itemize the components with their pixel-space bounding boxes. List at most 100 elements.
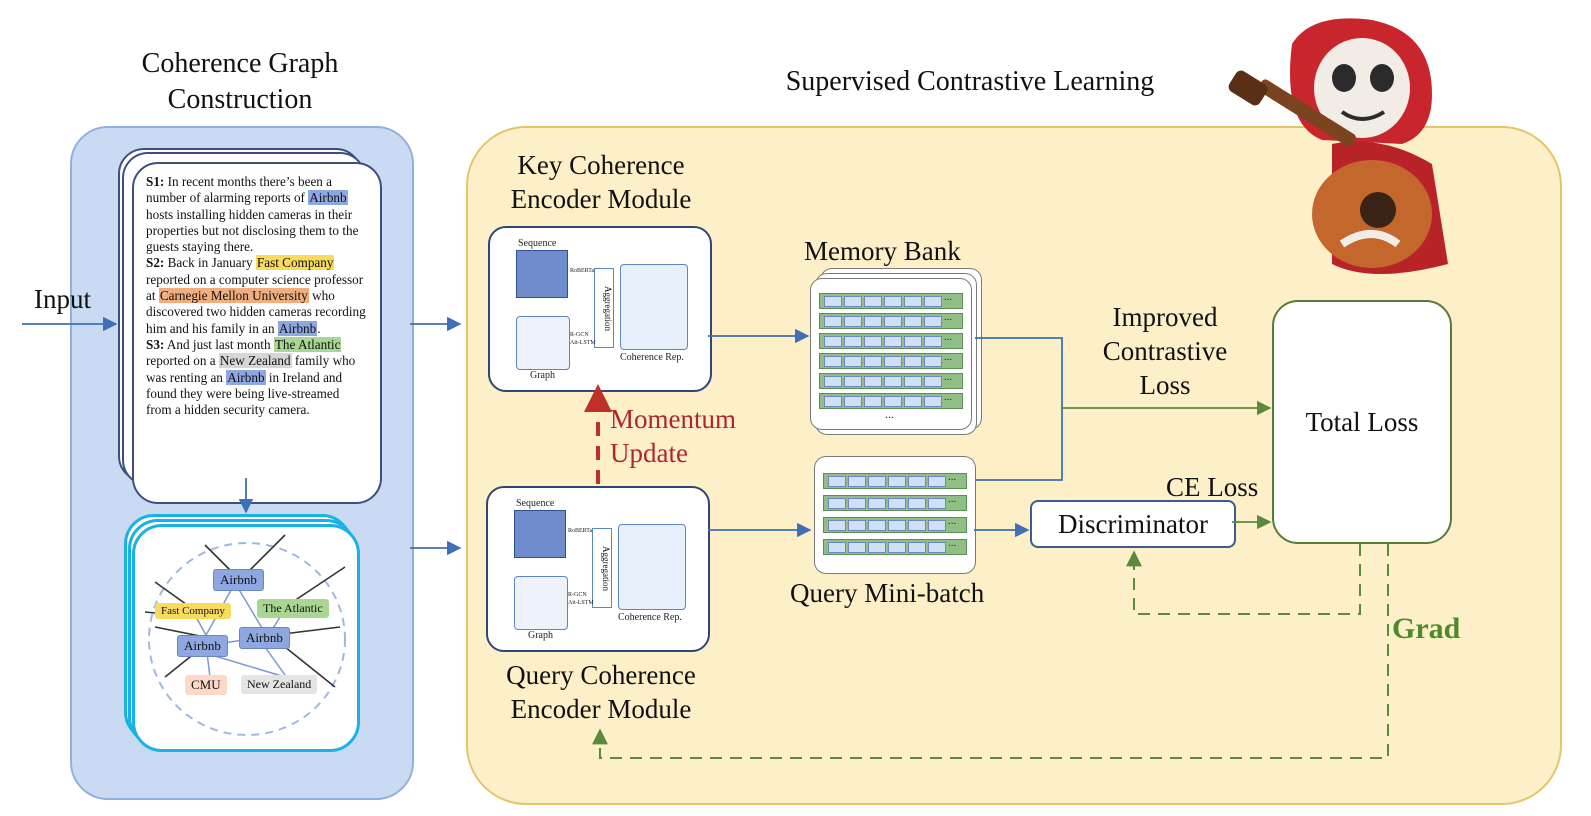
feature-row-ellipsis: ... (944, 311, 953, 323)
query-mini-batch-label: Query Mini-batch (790, 578, 985, 608)
feature-row: ... (819, 331, 963, 349)
entity-carnegie-mellon: Carnegie Mellon University (158, 288, 309, 304)
entity-airbnb: Airbnb (226, 369, 266, 385)
key-aggregation-box: Aggregation (594, 268, 614, 348)
node-new-zealand: New Zealand (241, 675, 318, 694)
momentum-label-line2: Update (610, 438, 688, 468)
coherence-graph-title: Coherence Graph Construction (100, 46, 380, 118)
feature-cell (908, 476, 926, 487)
feature-cell (884, 336, 902, 347)
query-graph-label: Graph (528, 630, 553, 641)
feature-row-ellipsis: ... (944, 291, 953, 303)
feature-cell (908, 498, 926, 509)
feature-cell (904, 396, 922, 407)
key-encoder-module: Sequence RoBERTa Aggregation Coherence R… (488, 226, 712, 392)
key-graph-thumbnail (516, 316, 570, 370)
supervised-title: Supervised Contrastive Learning (785, 66, 1155, 97)
query-aggregation-box: Aggregation (592, 528, 612, 608)
feature-cell (864, 376, 882, 387)
feature-cell (904, 356, 922, 367)
feature-cell (864, 316, 882, 327)
feature-cell (904, 316, 922, 327)
feature-row-ellipsis: ... (948, 471, 957, 483)
query-coherence-rep-box (618, 524, 686, 610)
feature-cell (868, 542, 886, 553)
feature-cell (884, 396, 902, 407)
s2-tag: S2: (146, 255, 165, 271)
feature-cell (844, 336, 862, 347)
feature-cell (888, 476, 906, 487)
feature-cell (904, 336, 922, 347)
node-cmu: CMU (185, 675, 227, 695)
feature-row: ... (819, 311, 963, 329)
feature-cell (824, 336, 842, 347)
feature-cell (908, 542, 926, 553)
feature-row: ... (823, 515, 967, 533)
s1-text-a: In recent months there’s been a number o… (146, 174, 333, 206)
feature-cell (884, 376, 902, 387)
entity-the-atlantic: The Atlantic (273, 336, 342, 352)
s3-text-c: family who was renting an (146, 353, 356, 385)
feature-row: ... (819, 371, 963, 389)
query-rgcn-label: R-GCN (568, 592, 587, 598)
s3-text-b: reported on a (146, 353, 219, 369)
memory-bank: ... .................. (810, 278, 972, 430)
coherence-graph-title-line1: Coherence Graph (141, 48, 339, 79)
improved-loss-line1: Improved (1112, 302, 1218, 332)
feature-cell (848, 520, 866, 531)
feature-cell (924, 396, 942, 407)
query-encoder-module: Sequence RoBERTa Aggregation Coherence R… (486, 486, 710, 652)
s3-tag: S3: (146, 336, 165, 352)
query-encoder-title: Query Coherence Encoder Module (486, 658, 716, 726)
feature-cell (924, 336, 942, 347)
key-coherence-rep-label: Coherence Rep. (620, 352, 684, 363)
feature-cell (824, 396, 842, 407)
feature-row: ... (823, 537, 967, 555)
feature-cell (828, 498, 846, 509)
discriminator-box: Discriminator (1030, 500, 1236, 548)
query-sequence-label: Sequence (516, 498, 555, 509)
momentum-update-label: Momentum Update (610, 402, 736, 470)
s2-text-c: who discovered two hidden cameras record… (146, 288, 366, 336)
feature-cell (888, 542, 906, 553)
feature-cell (924, 316, 942, 327)
feature-row-ellipsis: ... (944, 371, 953, 383)
feature-cell (848, 476, 866, 487)
s2-text-b: reported on a computer science professor… (146, 271, 364, 304)
input-document: S1: In recent months there’s been a numb… (132, 162, 382, 504)
query-attlstm-label: Att-LSTM (568, 600, 594, 606)
feature-cell (864, 396, 882, 407)
key-sequence-label: Sequence (518, 238, 557, 249)
feature-cell (844, 316, 862, 327)
feature-cell (824, 296, 842, 307)
s1-tag: S1: (146, 174, 165, 189)
feature-cell (864, 296, 882, 307)
query-sequence-grid (514, 510, 566, 558)
feature-cell (868, 520, 886, 531)
coherence-graph-card: Airbnb Fast Company The Atlantic Airbnb … (132, 524, 360, 752)
feature-cell (928, 476, 946, 487)
feature-cell (828, 542, 846, 553)
query-mini-batch: ............ (814, 456, 976, 574)
feature-cell (888, 520, 906, 531)
coherence-graph-title-line2: Construction (167, 84, 313, 115)
feature-cell (928, 498, 946, 509)
entity-airbnb: Airbnb (277, 320, 318, 336)
feature-cell (904, 296, 922, 307)
feature-cell (844, 396, 862, 407)
feature-cell (828, 476, 846, 487)
key-graph-label: Graph (530, 370, 555, 381)
improved-contrastive-loss-label: Improved Contrastive Loss (1082, 300, 1248, 402)
feature-cell (844, 296, 862, 307)
s1-text-b: hosts installing hidden cameras in their… (146, 206, 359, 255)
feature-cell (824, 376, 842, 387)
entity-fast-company: Fast Company (255, 255, 335, 271)
feature-cell (908, 520, 926, 531)
feature-cell (884, 356, 902, 367)
feature-cell (928, 542, 946, 553)
feature-cell (884, 316, 902, 327)
key-attlstm-label: Att-LSTM (570, 340, 596, 346)
ce-loss-label: CE Loss (1166, 472, 1259, 502)
